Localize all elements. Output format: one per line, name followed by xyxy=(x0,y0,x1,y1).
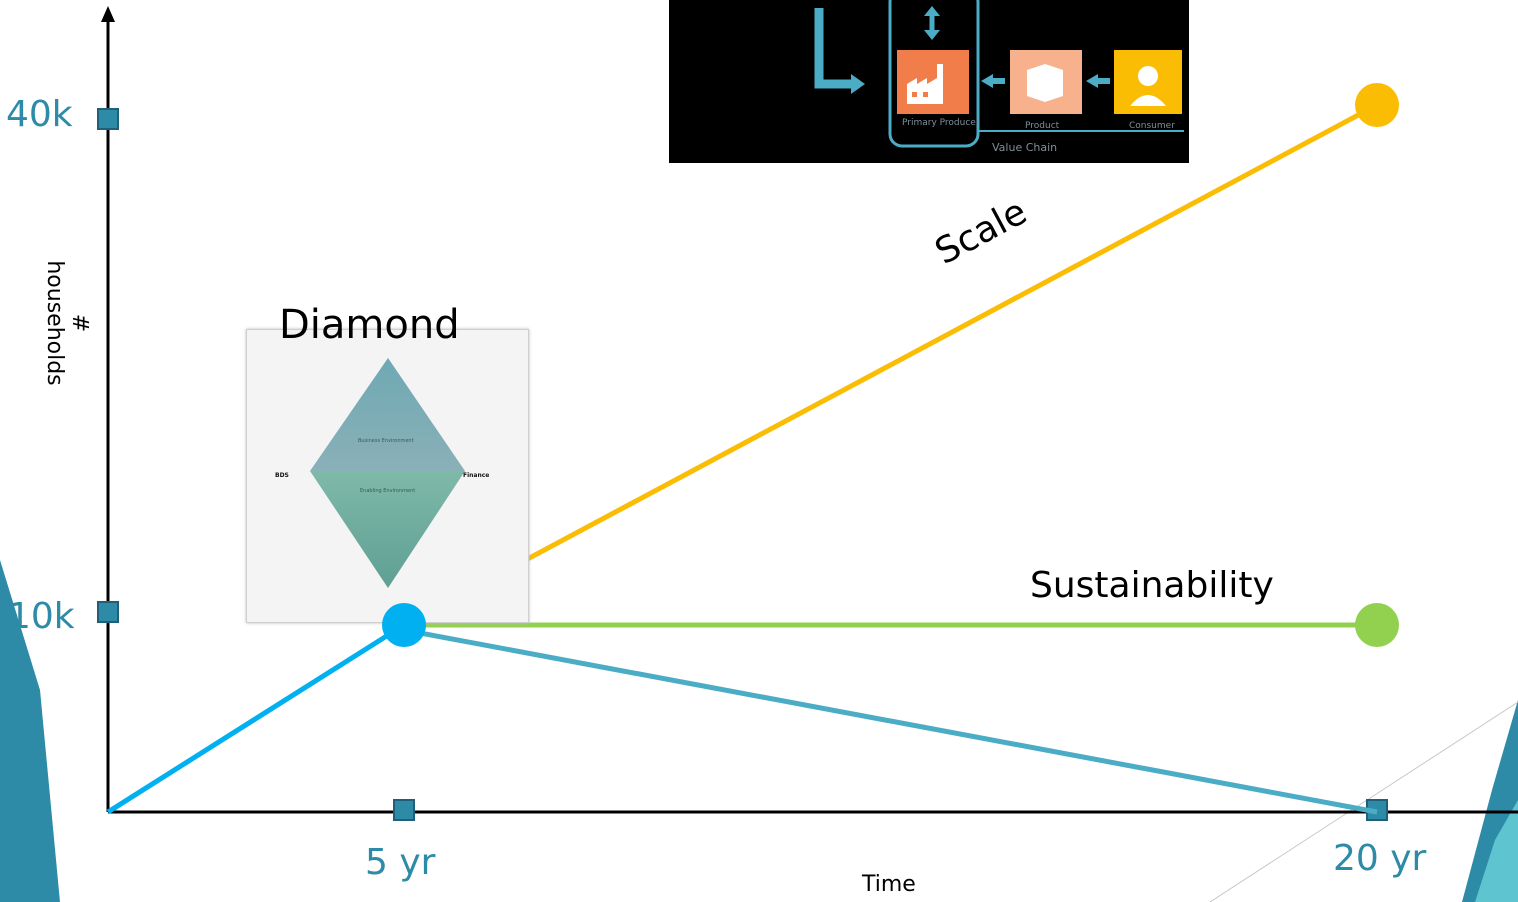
diamond-top-text: Business Environment xyxy=(358,438,414,444)
consumer-label: Consumer xyxy=(1129,121,1175,131)
x-axis-title: Time xyxy=(862,872,916,897)
diamond-title: Diamond xyxy=(279,302,460,348)
right-decor-shape-light xyxy=(1475,800,1518,902)
x-tick-label-5yr: 5 yr xyxy=(365,842,436,883)
diamond-left-text: BDS xyxy=(275,472,289,479)
knot-point xyxy=(382,603,426,647)
scale-line xyxy=(402,102,1379,628)
value-chain-figure: Primary Producer Product Consumer Value … xyxy=(669,0,1189,163)
decline-line xyxy=(403,627,1378,815)
x-tick-label-20yr: 20 yr xyxy=(1333,838,1427,879)
diamond-shape xyxy=(310,358,465,588)
value-chain-caption: Value Chain xyxy=(992,141,1058,154)
y-axis-arrow xyxy=(101,6,115,22)
producer-label: Primary Producer xyxy=(902,118,980,128)
y-axis-title: # households xyxy=(42,260,92,386)
x-tick-marker-5yr xyxy=(393,799,415,821)
scale-endpoint xyxy=(1355,83,1399,127)
sustainability-label: Sustainability xyxy=(1030,565,1274,606)
y-tick-marker-40k xyxy=(97,108,119,130)
y-tick-label-10k: 10k xyxy=(8,596,75,637)
diamond-bottom-text: Enabling Environment xyxy=(360,488,416,494)
product-label: Product xyxy=(1025,121,1060,131)
growth-line xyxy=(106,622,406,815)
y-tick-marker-10k xyxy=(97,601,119,623)
y-tick-label-40k: 40k xyxy=(6,94,73,135)
diamond-figure: Business Environment Enabling Environmen… xyxy=(246,329,529,623)
decor-line xyxy=(1209,701,1518,902)
left-decor-shape xyxy=(0,560,60,902)
sustainability-endpoint xyxy=(1355,603,1399,647)
value-chain-graphic xyxy=(814,0,1184,148)
diamond-right-text: Finance xyxy=(463,472,490,479)
